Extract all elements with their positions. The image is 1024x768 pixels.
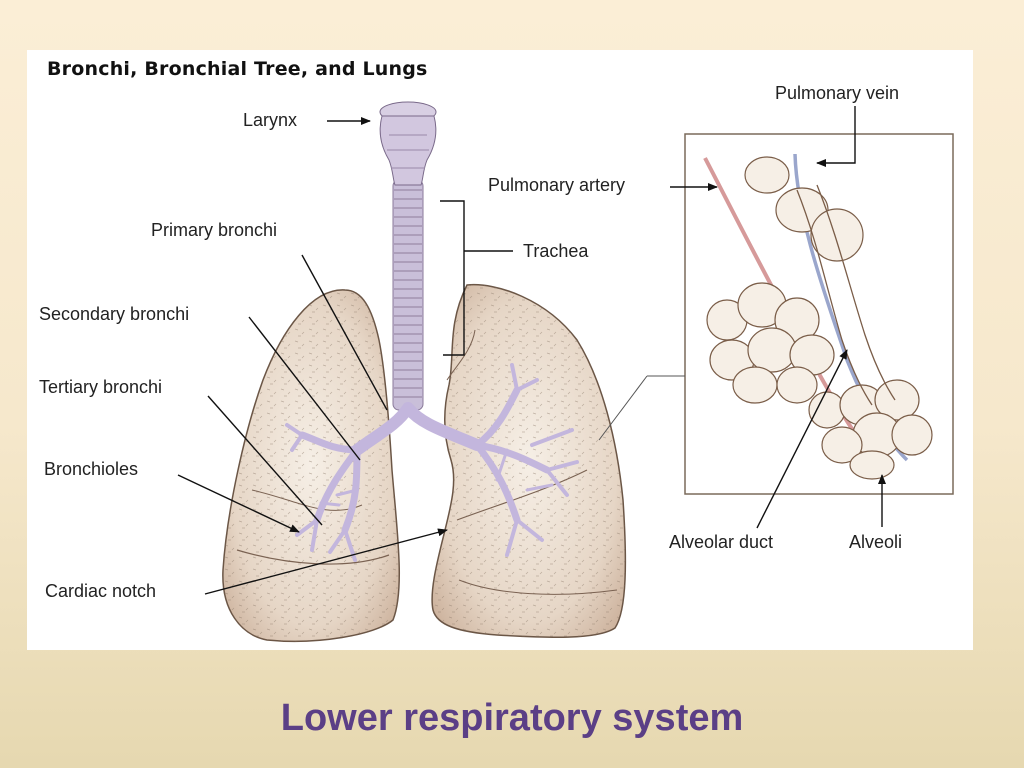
larynx (379, 101, 437, 186)
label-alveoli: Alveoli (849, 532, 903, 552)
label-cardiac-notch: Cardiac notch (45, 581, 157, 601)
label-pulmonary-artery: Pulmonary artery (488, 175, 626, 195)
left-lung (222, 289, 401, 643)
label-bronchioles: Bronchioles (44, 459, 139, 479)
slide-title: Lower respiratory system (280, 697, 744, 739)
lungs-illustration (177, 101, 954, 643)
label-secondary-bronchi: Secondary bronchi (39, 304, 190, 324)
diagram-title: Bronchi, Bronchial Tree, and Lungs (47, 58, 428, 80)
label-larynx: Larynx (243, 110, 298, 130)
alveoli-inset (598, 133, 954, 495)
label-alveolar-duct: Alveolar duct (669, 532, 774, 552)
label-tertiary-bronchi: Tertiary bronchi (39, 377, 163, 397)
leader-lines (177, 106, 886, 595)
label-primary-bronchi: Primary bronchi (151, 220, 278, 240)
diagram-panel: Bronchi, Bronchial Tree, and Lungs Laryn… (27, 50, 973, 650)
trachea (392, 179, 424, 411)
bronchial-tree (285, 363, 579, 562)
label-trachea: Trachea (523, 241, 589, 261)
label-pulmonary-vein: Pulmonary vein (775, 83, 900, 103)
